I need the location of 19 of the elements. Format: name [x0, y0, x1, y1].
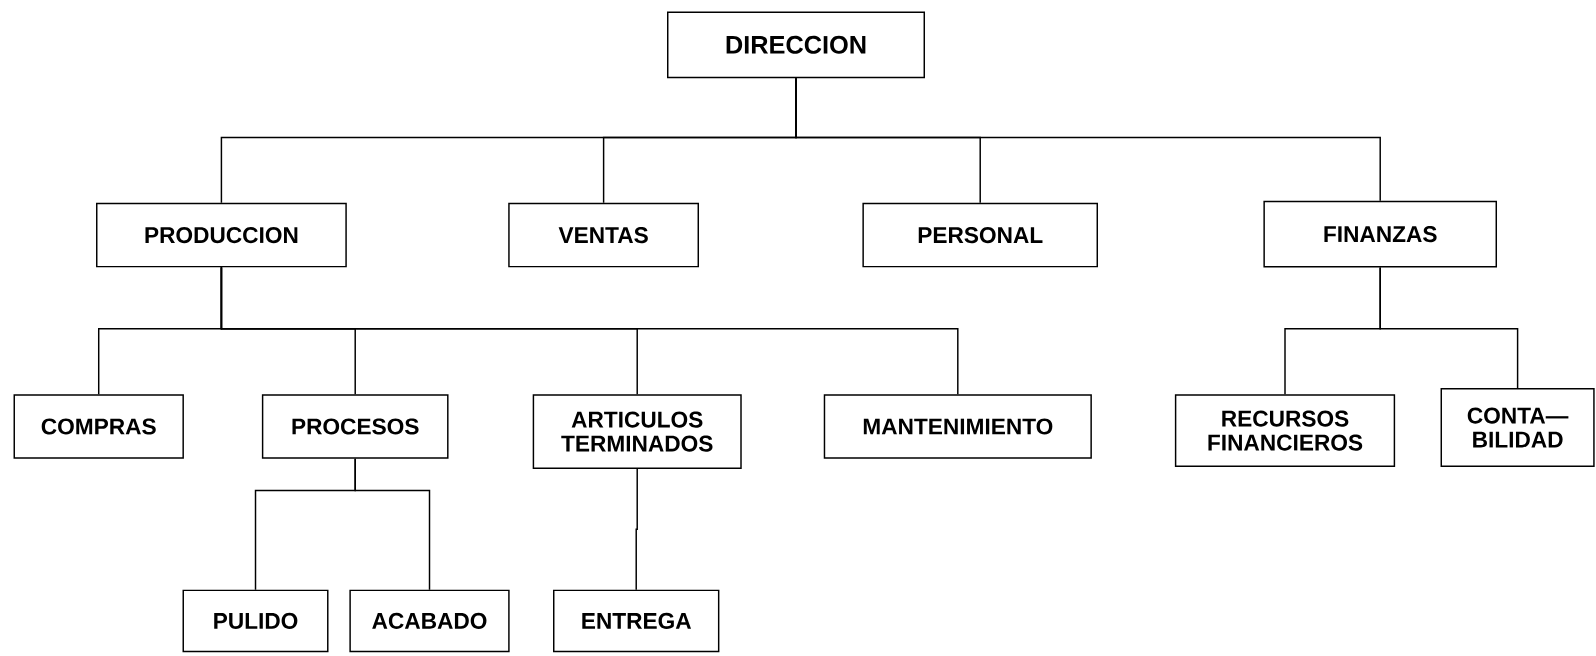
connector-line	[635, 468, 638, 591]
org-box: PRODUCCION	[96, 202, 347, 268]
org-box: COMPRAS	[13, 394, 184, 459]
org-box: PERSONAL	[862, 202, 1098, 268]
org-box: RECURSOS FINANCIEROS	[1174, 394, 1396, 467]
org-box: FINANZAS	[1263, 200, 1497, 268]
org-box: MANTENIMIENTO	[823, 394, 1092, 459]
org-box: DIRECCION	[667, 11, 925, 79]
connector-line	[354, 458, 431, 591]
org-box: ARTICULOS TERMINADOS	[532, 394, 742, 469]
org-box: PROCESOS	[261, 394, 449, 459]
org-box: CONTA— BILIDAD	[1440, 388, 1595, 467]
org-box: VENTAS	[508, 202, 699, 268]
org-box: ENTREGA	[553, 589, 720, 653]
org-box: ACABADO	[349, 589, 510, 653]
connector-line	[1379, 266, 1519, 389]
connector-line	[795, 77, 1381, 202]
connector-line	[220, 266, 959, 395]
org-box: PULIDO	[182, 589, 329, 653]
